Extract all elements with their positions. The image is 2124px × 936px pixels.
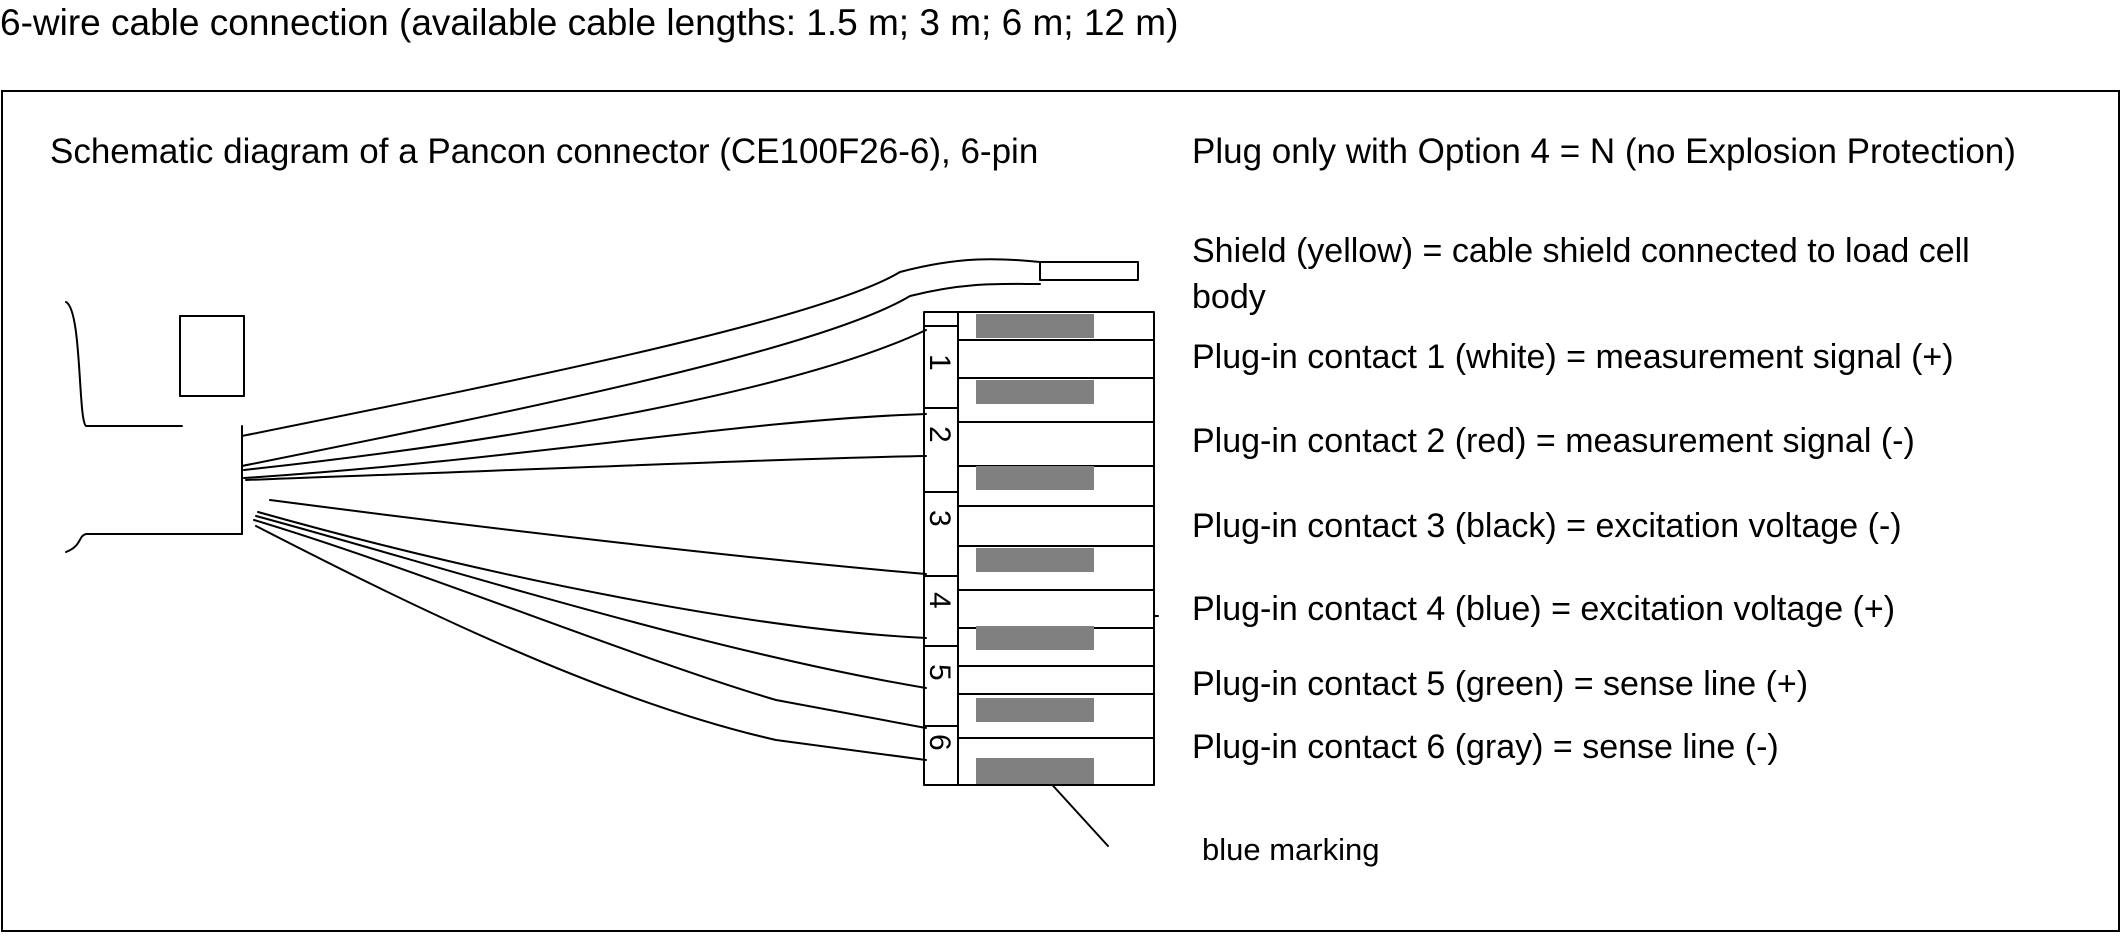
contact-fill [976, 466, 1094, 490]
contact-5-legend: Plug-in contact 5 (green) = sense line (… [1192, 665, 1809, 703]
cable-outer-jacket-bottom [65, 533, 243, 553]
pin-number-1: 1 [923, 354, 956, 371]
contact-fill [976, 548, 1094, 572]
blue-marking-label: blue marking [1202, 832, 1380, 867]
contact-fills [976, 314, 1094, 784]
wire-2b [245, 455, 927, 481]
wire-2 [243, 413, 927, 479]
shield-legend-line-2: body [1192, 278, 1266, 316]
contact-3-legend: Plug-in contact 3 (black) = excitation v… [1192, 507, 1902, 545]
wire-5 [255, 515, 927, 689]
pin-number-3: 3 [923, 510, 956, 527]
contact-fill [976, 626, 1094, 650]
diagram-heading: Schematic diagram of a Pancon connector … [50, 132, 1039, 171]
shield-wire [241, 258, 1139, 467]
contact-4-legend: Plug-in contact 4 (blue) = excitation vo… [1192, 590, 1896, 628]
wire-1 [243, 329, 927, 471]
contact-fill [976, 314, 1094, 338]
cable-outer-jacket-top [65, 301, 183, 427]
contact-1-legend: Plug-in contact 1 (white) = measurement … [1192, 338, 1954, 376]
contact-fill [976, 758, 1094, 784]
contact-2-legend: Plug-in contact 2 (red) = measurement si… [1192, 422, 1915, 460]
wire-3 [269, 499, 927, 575]
shield-legend-line-1: Shield (yellow) = cable shield connected… [1192, 232, 1970, 270]
pin-number-6: 6 [923, 734, 956, 751]
pin-number-5: 5 [923, 664, 956, 681]
wire-4 [257, 511, 927, 639]
blue-marking-leader [1045, 777, 1109, 847]
pin-number-4: 4 [923, 592, 956, 609]
cable-sheath [179, 315, 245, 397]
wire-6 [255, 525, 927, 761]
diagram-frame [1, 90, 2120, 932]
page-title: 6-wire cable connection (available cable… [0, 2, 1179, 43]
plug-option-note: Plug only with Option 4 = N (no Explosio… [1192, 132, 2016, 171]
contact-fill [976, 380, 1094, 404]
signal-wires [243, 329, 927, 761]
wire-5b [253, 519, 927, 729]
contact-fill [976, 698, 1094, 722]
contact-6-legend: Plug-in contact 6 (gray) = sense line (-… [1192, 728, 1779, 766]
pin-number-2: 2 [923, 426, 956, 443]
